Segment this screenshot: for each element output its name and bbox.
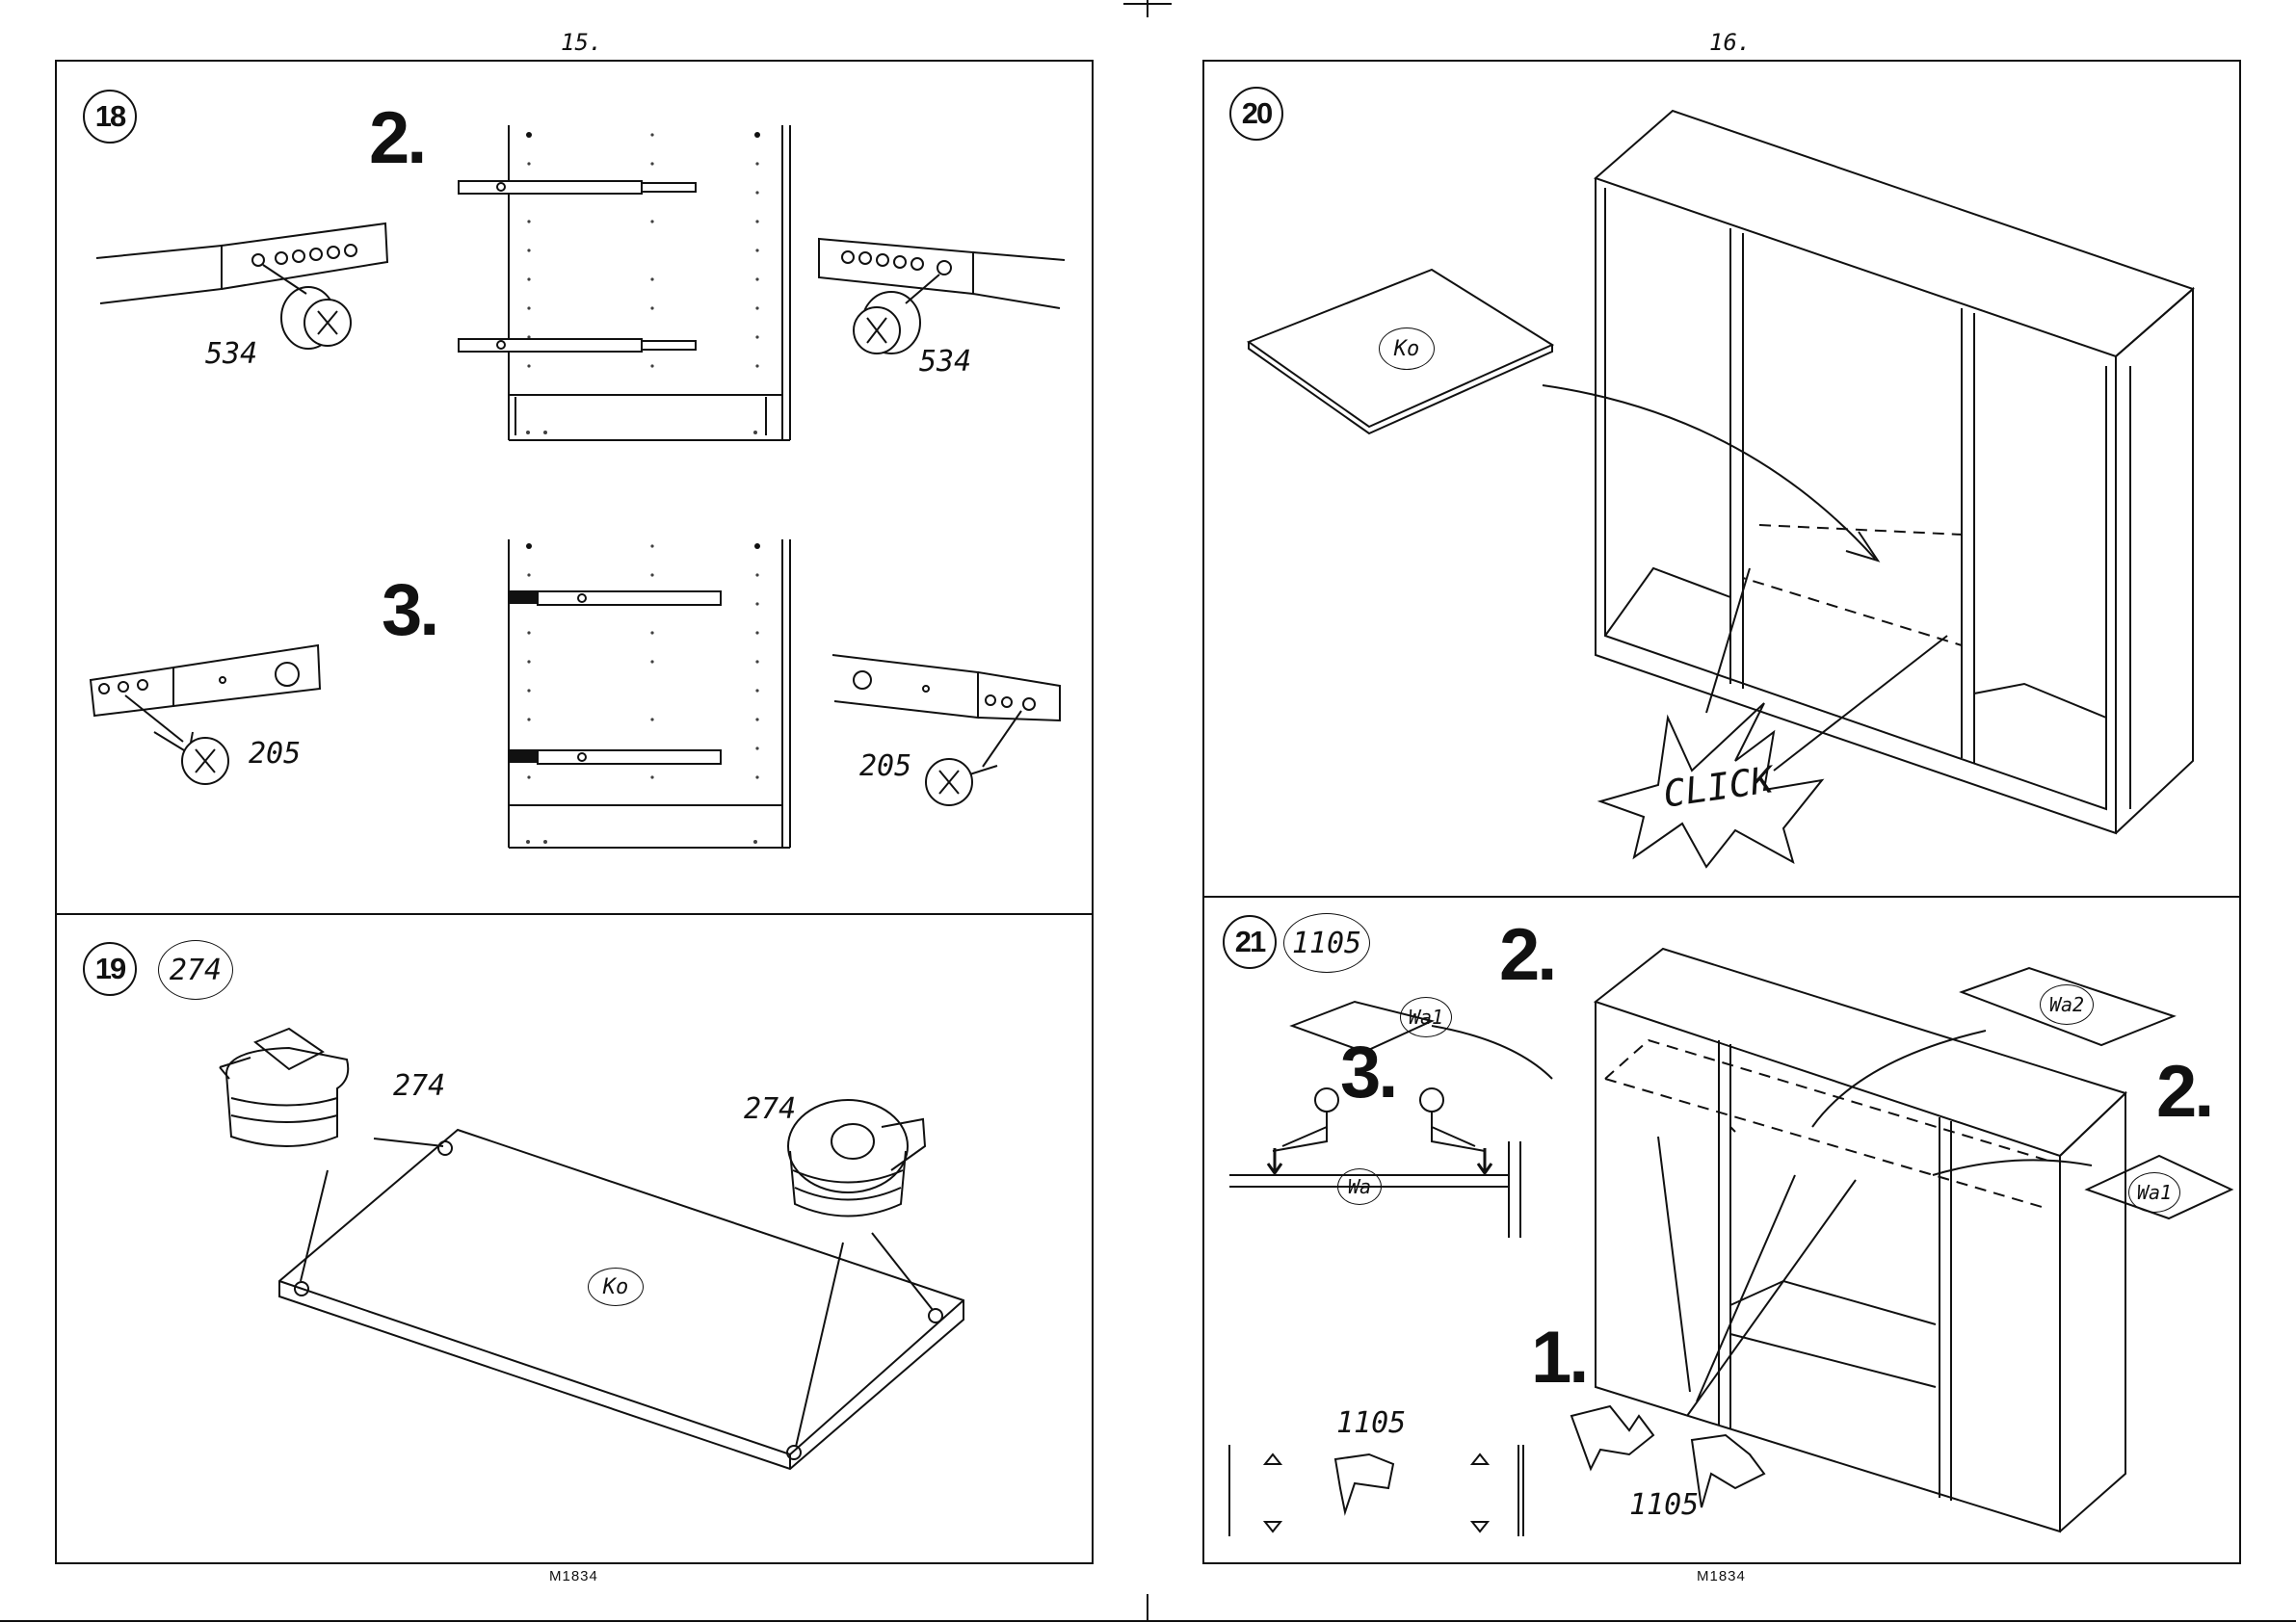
page-16: 16. 20 Ko CLICK 21 1105 2. 3. 2. 1. Wa1 … (1148, 0, 2296, 1623)
step-18-19-illustration (0, 0, 1148, 1623)
top-panel-ko (1249, 270, 1552, 433)
wardrobe-carcass (1596, 111, 2193, 833)
wardrobe-carcass (1596, 949, 2125, 1531)
click-burst (1600, 703, 1822, 867)
pointer-line (1432, 1026, 1552, 1079)
page-15: 15. 18 2. 3. 534 534 205 205 19 274 274 … (0, 0, 1148, 1623)
pointer-line (1933, 1160, 2092, 1175)
cabinet-side-detail-lower (509, 539, 790, 848)
shelf-dashed-outline (1605, 1040, 2048, 1209)
cam-lock-fitting (788, 1100, 925, 1217)
pointer-line (1812, 1031, 1986, 1127)
shelf-panel-wa1 (1292, 1002, 1432, 1052)
shelf-panel-wa1 (2087, 1156, 2231, 1218)
pointer-line (1658, 1137, 1856, 1416)
shelf-panel-wa2 (1962, 968, 2174, 1045)
shelf-support-pin (1571, 1406, 1764, 1507)
cam-lock-fitting (220, 1029, 348, 1146)
step-20-21-illustration (1148, 0, 2296, 1623)
shelf-install-inset (1229, 1088, 1520, 1238)
drawer-rail-detail (91, 645, 320, 784)
shelf-dashed-outline (1743, 525, 1962, 645)
cabinet-side-detail-upper (459, 125, 790, 440)
drawer-rail-detail (96, 223, 387, 349)
drawer-rail-detail (832, 655, 1060, 805)
insert-arrow (1543, 385, 1875, 559)
drawer-rail-detail (819, 239, 1065, 353)
pin-usage-inset (1229, 1445, 1523, 1536)
